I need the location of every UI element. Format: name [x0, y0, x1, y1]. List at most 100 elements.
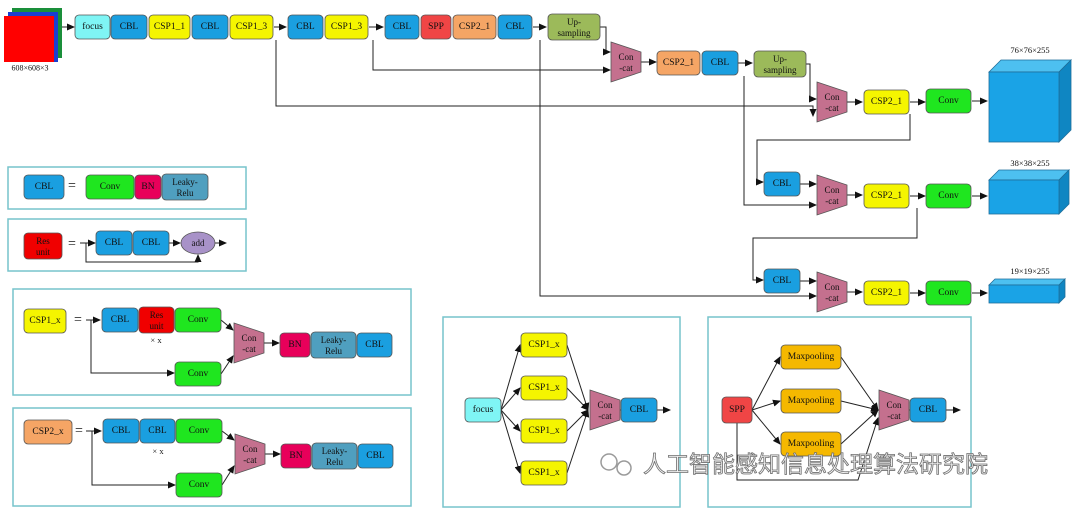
cbl-block-label: CBL — [120, 22, 139, 32]
legend-concat — [234, 433, 266, 475]
legend-res-unit-label: unit — [36, 247, 51, 257]
csp2-1-block — [863, 183, 910, 209]
legend-leaky-relu — [161, 173, 209, 201]
cbl-block-label: CBL — [201, 22, 220, 32]
legend-conv — [174, 361, 222, 387]
csp2-1-block-label: CSP2_1 — [663, 58, 694, 68]
legend-res-unit-label: Res — [36, 236, 50, 246]
legend-slice-3-label: CSP1_x — [528, 426, 559, 436]
connector-arrow — [220, 319, 234, 331]
cbl-block-label: CBL — [296, 22, 315, 32]
connector-arrow — [840, 356, 879, 411]
connector-arrow — [90, 320, 175, 377]
watermark-text: 人工智能感知信息处理算法研究院 — [643, 452, 988, 478]
connector-arrow — [566, 344, 590, 411]
times-x-label: × x — [150, 335, 162, 345]
legend-conv — [175, 472, 223, 498]
legend-leaky-relu — [311, 442, 358, 470]
legend-cbl-label: CBL — [919, 405, 938, 415]
legend-concat-label: Con — [242, 444, 258, 454]
legend-conv-label: Conv — [189, 426, 210, 436]
legend-csp2-x — [23, 419, 73, 445]
legend-cbl-label: CBL — [630, 405, 649, 415]
legend-cbl — [356, 332, 393, 358]
legend-csp1-x-label: CSP1_x — [29, 316, 60, 326]
legend-res-unit — [23, 232, 63, 260]
legend-slice-3 — [520, 418, 568, 444]
csp1-3-block-label: CSP1_3 — [236, 22, 267, 32]
cbl-block — [497, 14, 533, 40]
legend-cbl-label: CBL — [35, 182, 54, 192]
legend-cbl-label: CBL — [105, 238, 124, 248]
legend-concat — [589, 389, 621, 431]
legend-conv — [175, 418, 223, 444]
connector-arrow — [756, 114, 911, 186]
legend-concat-label: -cat — [242, 344, 256, 354]
upsampling-block-label: Up- — [773, 54, 787, 64]
legend-bn — [280, 443, 312, 469]
concat-block-4-label: Con — [824, 282, 840, 292]
legend-leaky-relu-label: Relu — [177, 188, 194, 198]
connector-arrow — [221, 430, 235, 441]
legend-conv — [85, 174, 135, 200]
csp2-1-block — [863, 89, 910, 115]
concat-block-2-label: -cat — [825, 103, 839, 113]
cbl-block-label: CBL — [773, 276, 792, 286]
csp2-1-block-label: CSP2_1 — [871, 97, 902, 107]
legend-cbl-label: CBL — [365, 340, 384, 350]
legend-concat — [233, 322, 265, 364]
conv-block-label: Conv — [938, 191, 959, 201]
cbl-block — [763, 171, 801, 197]
upsampling-block-label: sampling — [558, 28, 591, 38]
legend-cbl — [139, 418, 176, 444]
cbl-block-label: CBL — [711, 58, 730, 68]
connector-arrow — [840, 400, 879, 412]
csp2-1-block — [863, 280, 910, 306]
legend-concat-label: -cat — [887, 411, 901, 421]
connector-arrow — [500, 387, 521, 411]
legend-cbl — [23, 174, 65, 200]
concat-block-1 — [610, 41, 642, 83]
concat-block-2 — [816, 81, 848, 123]
output-cube-76-side — [1058, 59, 1072, 143]
csp1-3-block — [324, 14, 369, 40]
output-dims-19: 19×19×255 — [1010, 266, 1049, 276]
connector-arrow — [221, 465, 235, 486]
legend-maxpooling-3-label: Maxpooling — [788, 439, 835, 449]
csp1-1-block-label: CSP1_1 — [154, 22, 185, 32]
connector-arrow — [500, 409, 521, 432]
upsampling-block — [547, 13, 601, 41]
cbl-block — [191, 14, 229, 40]
legend-bn — [134, 174, 162, 200]
legend-leaky-relu-label: Leaky- — [321, 335, 346, 345]
concat-block-4 — [816, 271, 848, 313]
output-cube-19 — [988, 284, 1060, 304]
conv-block-label: Conv — [938, 96, 959, 106]
legend-conv-label: Conv — [188, 369, 209, 379]
legend-cbl-label: CBL — [366, 451, 385, 461]
connector-arrow — [840, 409, 879, 445]
legend-cbl-label: CBL — [148, 426, 167, 436]
concat-block-3 — [816, 174, 848, 216]
conv-block — [925, 183, 972, 209]
connector-arrow — [751, 356, 781, 411]
legend-conv-label: Conv — [188, 315, 209, 325]
concat-block-3-label: Con — [824, 185, 840, 195]
legend-bn-label: BN — [289, 451, 302, 461]
concat-block-1-label: Con — [618, 52, 634, 62]
upsampling-block-label: Up- — [567, 17, 581, 27]
legend-concat — [878, 389, 910, 431]
equals-sign: = — [68, 237, 76, 252]
equals-sign: = — [68, 179, 76, 194]
legend-maxpooling-2-label: Maxpooling — [788, 396, 835, 406]
legend-leaky-relu-label: Leaky- — [172, 177, 197, 187]
legend-slice-2-label: CSP1_x — [528, 383, 559, 393]
conv-block — [925, 280, 972, 306]
wechat-icon-secondary — [616, 460, 632, 476]
spp-block — [420, 14, 452, 40]
connector-arrow — [743, 76, 817, 209]
legend-focus — [464, 397, 502, 423]
legend-slice-1-label: CSP1_x — [528, 340, 559, 350]
